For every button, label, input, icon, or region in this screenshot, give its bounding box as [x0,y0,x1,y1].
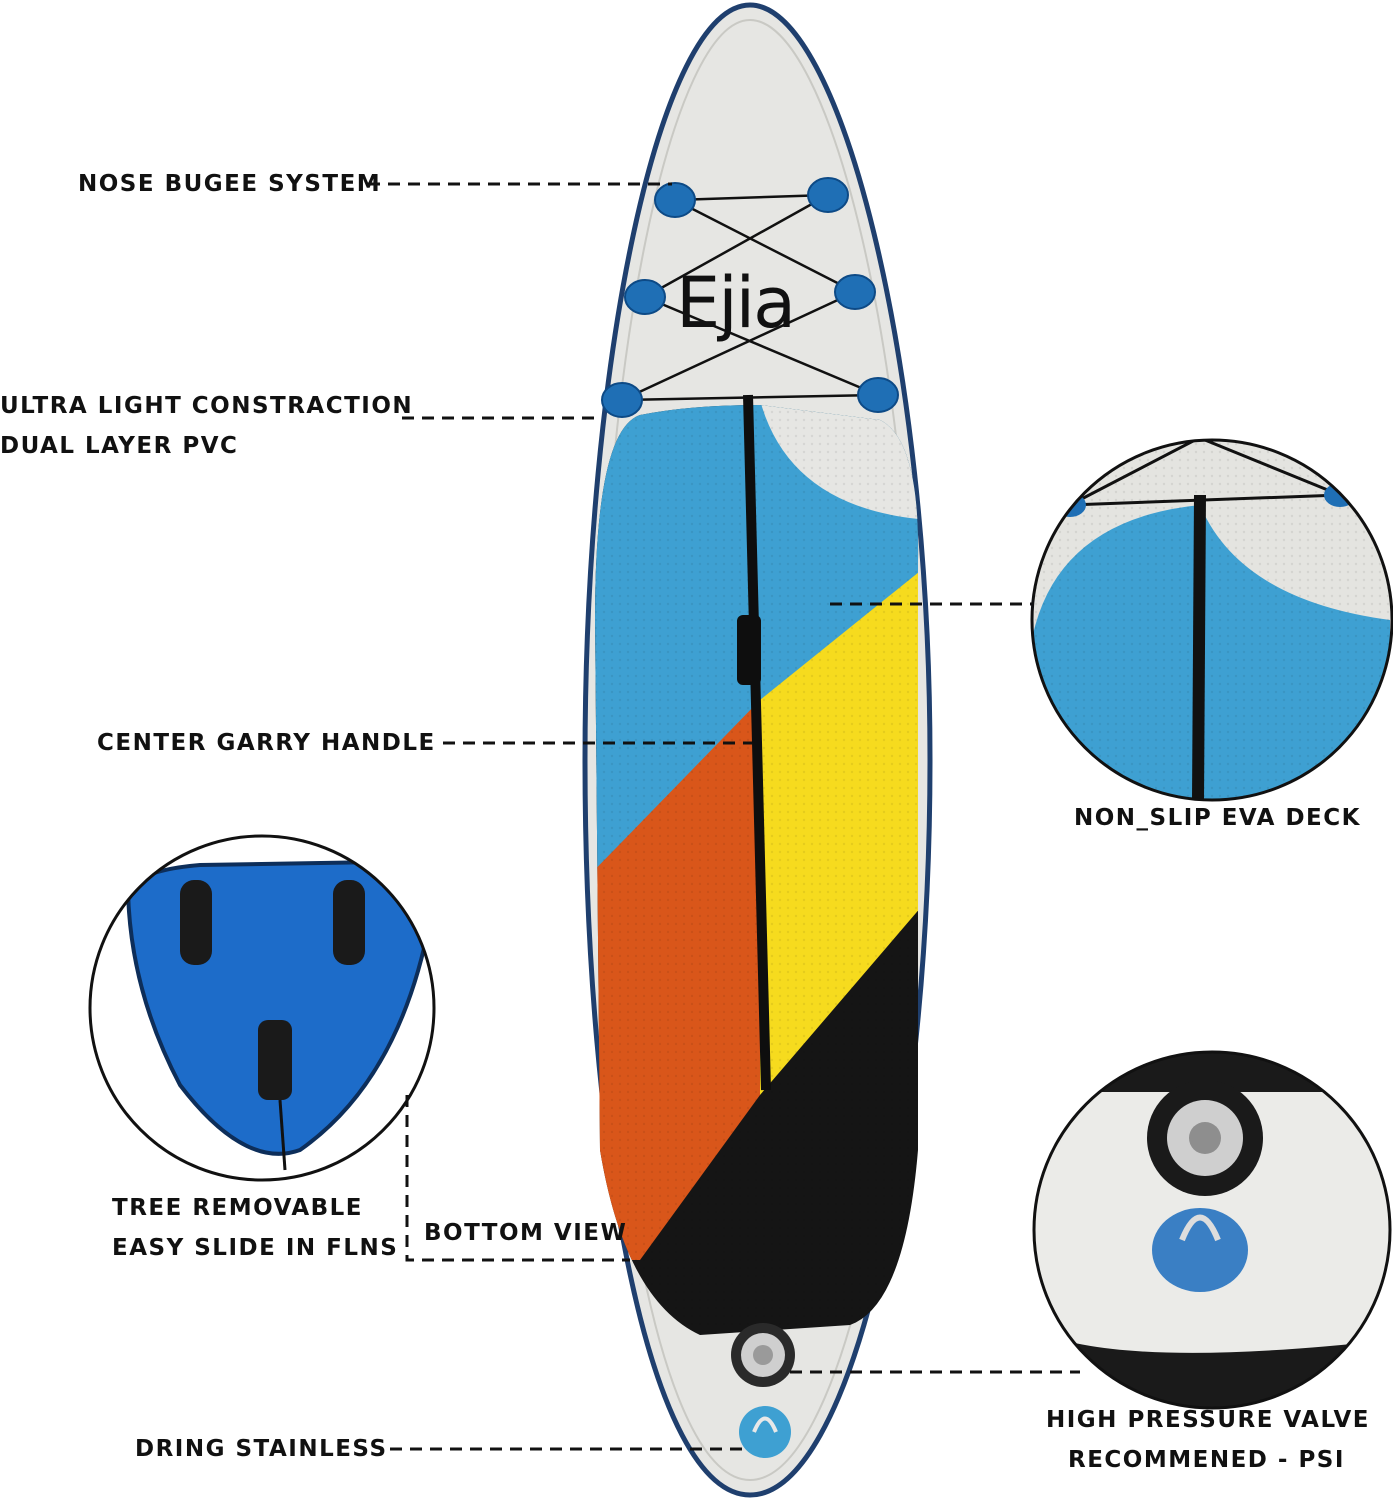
label-construction-line1: ULTRA LIGHT CONSTRACTION [0,393,414,419]
valve-detail-circle [1032,1050,1392,1410]
label-dring: DRING STAINLESS [135,1436,388,1462]
label-nose-bungee: NOSE BUGEE SYSTEM [78,171,382,197]
tie-down-rings [601,177,899,418]
label-bottom-view: BOTTOM VIEW [424,1220,628,1246]
center-handle-strap [737,394,771,1091]
label-fins-line2: EASY SLIDE IN FLNS [112,1235,399,1261]
brand-logo-text: Ejia [676,262,796,344]
label-center-handle: CENTER GARRY HANDLE [97,730,436,756]
label-valve-line2: RECOMMENED - PSI [1068,1447,1345,1473]
label-valve-line1: HIGH PRESSURE VALVE [1046,1407,1370,1433]
bungee-cords [621,193,879,402]
air-valve [731,1323,795,1387]
leader-lines [368,182,1080,1451]
deck-detail-circle [1030,438,1393,802]
label-non-slip-deck: NON_SLIP EVA DECK [1074,805,1361,831]
label-fins-line1: TREE REMOVABLE [112,1195,364,1221]
d-ring [739,1406,791,1458]
fins-detail-circle [88,834,436,1182]
label-construction-line2: DUAL LAYER PVC [0,433,239,459]
paddle-board [582,2,933,1498]
